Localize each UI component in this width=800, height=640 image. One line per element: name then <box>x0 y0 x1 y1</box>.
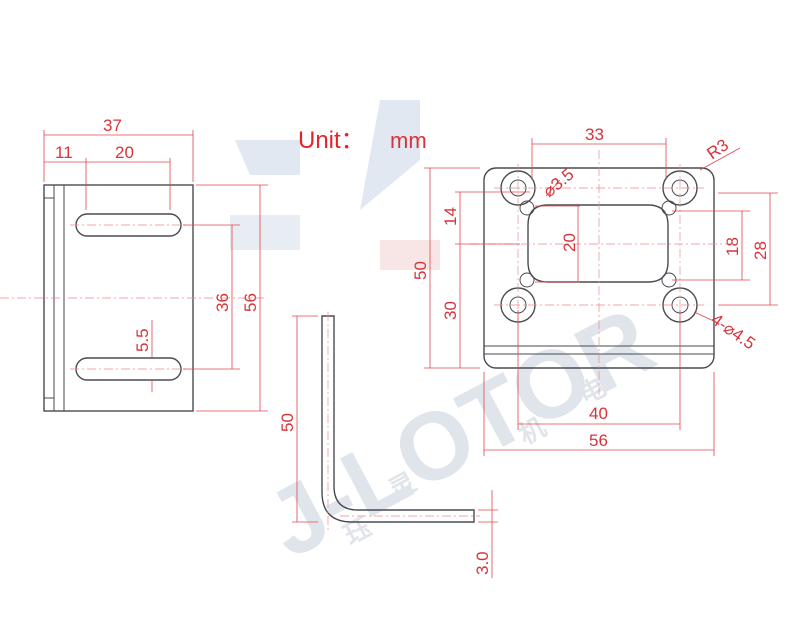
dim-top-height-50: 50 <box>411 261 430 280</box>
dim-opening-width-18: 18 <box>723 237 742 256</box>
dim-slot-spacing-36: 36 <box>213 293 232 312</box>
top-view: 33 R3 ⌀3.5 20 14 50 30 18 28 4-⌀4.5 40 5… <box>411 125 778 456</box>
dim-overall-height-56: 56 <box>241 293 260 312</box>
dim-left-offset-11: 11 <box>55 143 73 162</box>
front-view-centerlines <box>0 224 265 370</box>
side-view: 50 3.0 <box>278 312 498 578</box>
unit-value-text: mm <box>390 128 427 153</box>
dim-small-hole-3-5: ⌀3.5 <box>539 165 577 201</box>
dim-thickness-3-0: 3.0 <box>473 551 492 575</box>
dim-side-height-50: 50 <box>278 413 297 432</box>
front-view-dimensions <box>43 130 268 412</box>
front-view: 37 11 20 36 56 5.5 <box>0 116 268 412</box>
dim-inner-width-40: 40 <box>589 404 608 423</box>
dim-overall-width-56: 56 <box>589 431 608 450</box>
dim-top-offset-14: 14 <box>441 207 460 226</box>
dim-lower-offset-30: 30 <box>441 301 460 320</box>
side-view-dimensions <box>292 315 498 578</box>
unit-label: Unit： mm <box>298 127 427 154</box>
dim-slot-width-5-5: 5.5 <box>133 328 152 352</box>
dim-hole-spacing-33: 33 <box>585 125 604 144</box>
watermark-logo <box>230 100 440 270</box>
unit-label-text: Unit： <box>298 127 365 154</box>
top-view-centerlines <box>470 150 730 395</box>
dim-overall-width-37: 37 <box>103 116 122 135</box>
side-view-centerlines <box>327 312 480 530</box>
dim-hole-callout-4-4-5: 4-⌀4.5 <box>708 310 759 354</box>
dim-opening-height-20: 20 <box>560 233 579 252</box>
dim-right-height-28: 28 <box>751 241 770 260</box>
top-view-dimensions <box>424 138 778 456</box>
center-opening <box>527 204 669 283</box>
watermark: J-LOTOR 珏 灵 机 电 <box>230 100 670 579</box>
dim-slot-length-20: 20 <box>115 143 134 162</box>
dim-corner-radius-r3: R3 <box>703 135 732 163</box>
side-view-outline <box>321 315 475 523</box>
